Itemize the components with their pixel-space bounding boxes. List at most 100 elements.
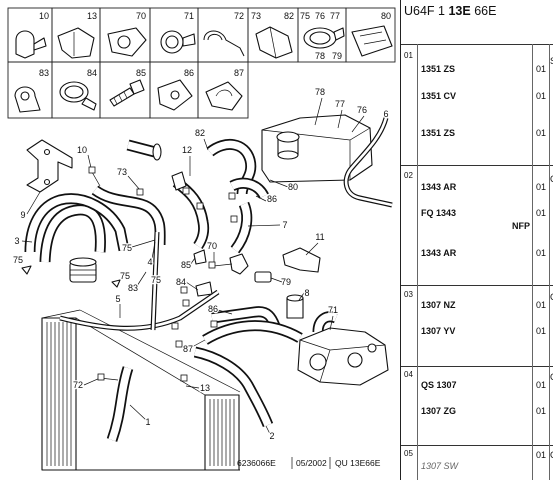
- hoses: [24, 117, 393, 442]
- callout: 5: [115, 294, 120, 304]
- callout: 12: [182, 145, 192, 155]
- flange-10: [152, 143, 162, 161]
- part-quantity: 01: [536, 326, 547, 336]
- bracket-80-icon: [351, 25, 393, 57]
- clamp-70-icon: [107, 27, 147, 57]
- callout: 77: [335, 99, 345, 109]
- hose-6-inner: [344, 117, 393, 207]
- sleeve-79: [254, 271, 272, 283]
- hose-7-inner: [231, 202, 251, 253]
- hose-13-inner: [194, 348, 272, 427]
- clip-73-82-icon: [255, 26, 293, 59]
- clip-87-icon: [205, 81, 243, 111]
- part-reference[interactable]: 1351 ZS: [421, 128, 456, 138]
- part-reference[interactable]: 1351 CV: [421, 91, 457, 101]
- callout: 87: [183, 344, 193, 354]
- legend-cell-80: [345, 7, 396, 63]
- divider: [401, 44, 553, 45]
- callout: 6: [383, 109, 388, 119]
- callout: 80: [288, 182, 298, 192]
- part-note: NFP: [512, 221, 530, 231]
- header-suffix: 66E: [474, 4, 497, 18]
- clipped-column-text: C: [550, 292, 553, 302]
- diagram-caption: 6236066E 05/2002 QU 13E66E: [237, 457, 381, 469]
- part-reference[interactable]: 1343 AR: [421, 248, 457, 258]
- legend-label: 86: [184, 68, 194, 78]
- union-12: [171, 171, 187, 191]
- callout: 82: [195, 128, 205, 138]
- legend-label: 71: [184, 11, 194, 21]
- part-reference-superseded[interactable]: 1307 SW: [421, 461, 459, 471]
- callout: 76: [357, 105, 367, 115]
- catalog-reference-header: U64F 1 13E 66E: [404, 4, 496, 18]
- hose-9-inner: [41, 206, 105, 263]
- callout: 10: [77, 145, 87, 155]
- legend-label: 84: [87, 68, 97, 78]
- callout: 70: [207, 241, 217, 251]
- ring-clamp-71-icon: [160, 30, 196, 54]
- callout: 84: [176, 277, 186, 287]
- legend-label: 79: [332, 51, 342, 61]
- callout: 11: [315, 232, 324, 242]
- part-reference[interactable]: FQ 1343: [421, 208, 457, 218]
- legend-label: 80: [381, 11, 391, 21]
- radiator: [41, 309, 241, 471]
- hose-87-inner: [203, 321, 302, 344]
- part-reference[interactable]: 1307 NZ: [421, 300, 456, 310]
- part-reference[interactable]: 1307 YV: [421, 326, 456, 336]
- leader-lines: [21, 97, 365, 435]
- part-quantity: 01: [536, 91, 547, 101]
- callout: 2: [269, 431, 274, 441]
- callout: 7: [282, 220, 287, 230]
- parts-legend-grid: [7, 7, 396, 119]
- expansion-tank: [261, 114, 373, 183]
- callout: 83: [128, 283, 138, 293]
- bracket-86-icon: [157, 79, 193, 111]
- callout: 9: [20, 210, 25, 220]
- column-divider: [549, 44, 550, 480]
- part-quantity: 01: [536, 64, 547, 74]
- hose-73-inner: [92, 186, 164, 246]
- pipe-5-inner: [59, 290, 219, 330]
- pipe-4-inner: [151, 231, 159, 331]
- legend-label: 82: [284, 11, 294, 21]
- callout: 86: [267, 194, 277, 204]
- legend-label: 77: [330, 11, 340, 21]
- divider: [401, 366, 553, 367]
- header-prefix: U64F 1: [404, 4, 445, 18]
- legend-label: 85: [136, 68, 146, 78]
- hose-3-inner: [26, 195, 128, 253]
- section-number: 01: [404, 51, 413, 60]
- callouts: 78 77 76 6 82 10 12 73 80 86 9 7 3 11 75…: [12, 86, 390, 443]
- callout: 8: [304, 288, 309, 298]
- legend-cell-87: [197, 61, 249, 119]
- parts-reference-table: U64F 1 13E 66E 01 S 1351 ZS 01 1351 CV 0…: [400, 0, 553, 480]
- part-quantity: 01: [536, 182, 547, 192]
- legend-label: 70: [136, 11, 146, 21]
- hose-1-inner: [108, 366, 132, 442]
- legend-label: 78: [315, 51, 325, 61]
- callout: 73: [117, 167, 127, 177]
- clipped-column-text: S: [550, 56, 553, 66]
- part-reference[interactable]: 1343 AR: [421, 182, 457, 192]
- legend-label: 72: [234, 11, 244, 21]
- callout: 75: [13, 255, 23, 265]
- column-divider: [417, 44, 418, 480]
- callout: 79: [281, 277, 291, 287]
- callout: 78: [315, 87, 325, 97]
- legend-label: 10: [39, 11, 49, 21]
- figure-number: 6236066E: [237, 458, 276, 468]
- section-number: 03: [404, 290, 413, 299]
- part-reference[interactable]: 1351 ZS: [421, 64, 456, 74]
- part-reference[interactable]: 1307 ZG: [421, 406, 457, 416]
- hose-clip-10-icon: [15, 30, 47, 59]
- bolt-85-icon: [109, 79, 145, 107]
- connector-70: [229, 253, 249, 275]
- legend-label: 75: [300, 11, 310, 21]
- part-quantity: 01: [536, 406, 547, 416]
- clipped-column-text: C: [550, 372, 553, 382]
- part-quantity: 01: [536, 208, 547, 218]
- callout: 75: [151, 275, 161, 285]
- figure-date: 05/2002: [296, 458, 327, 468]
- part-reference[interactable]: QS 1307: [421, 380, 457, 390]
